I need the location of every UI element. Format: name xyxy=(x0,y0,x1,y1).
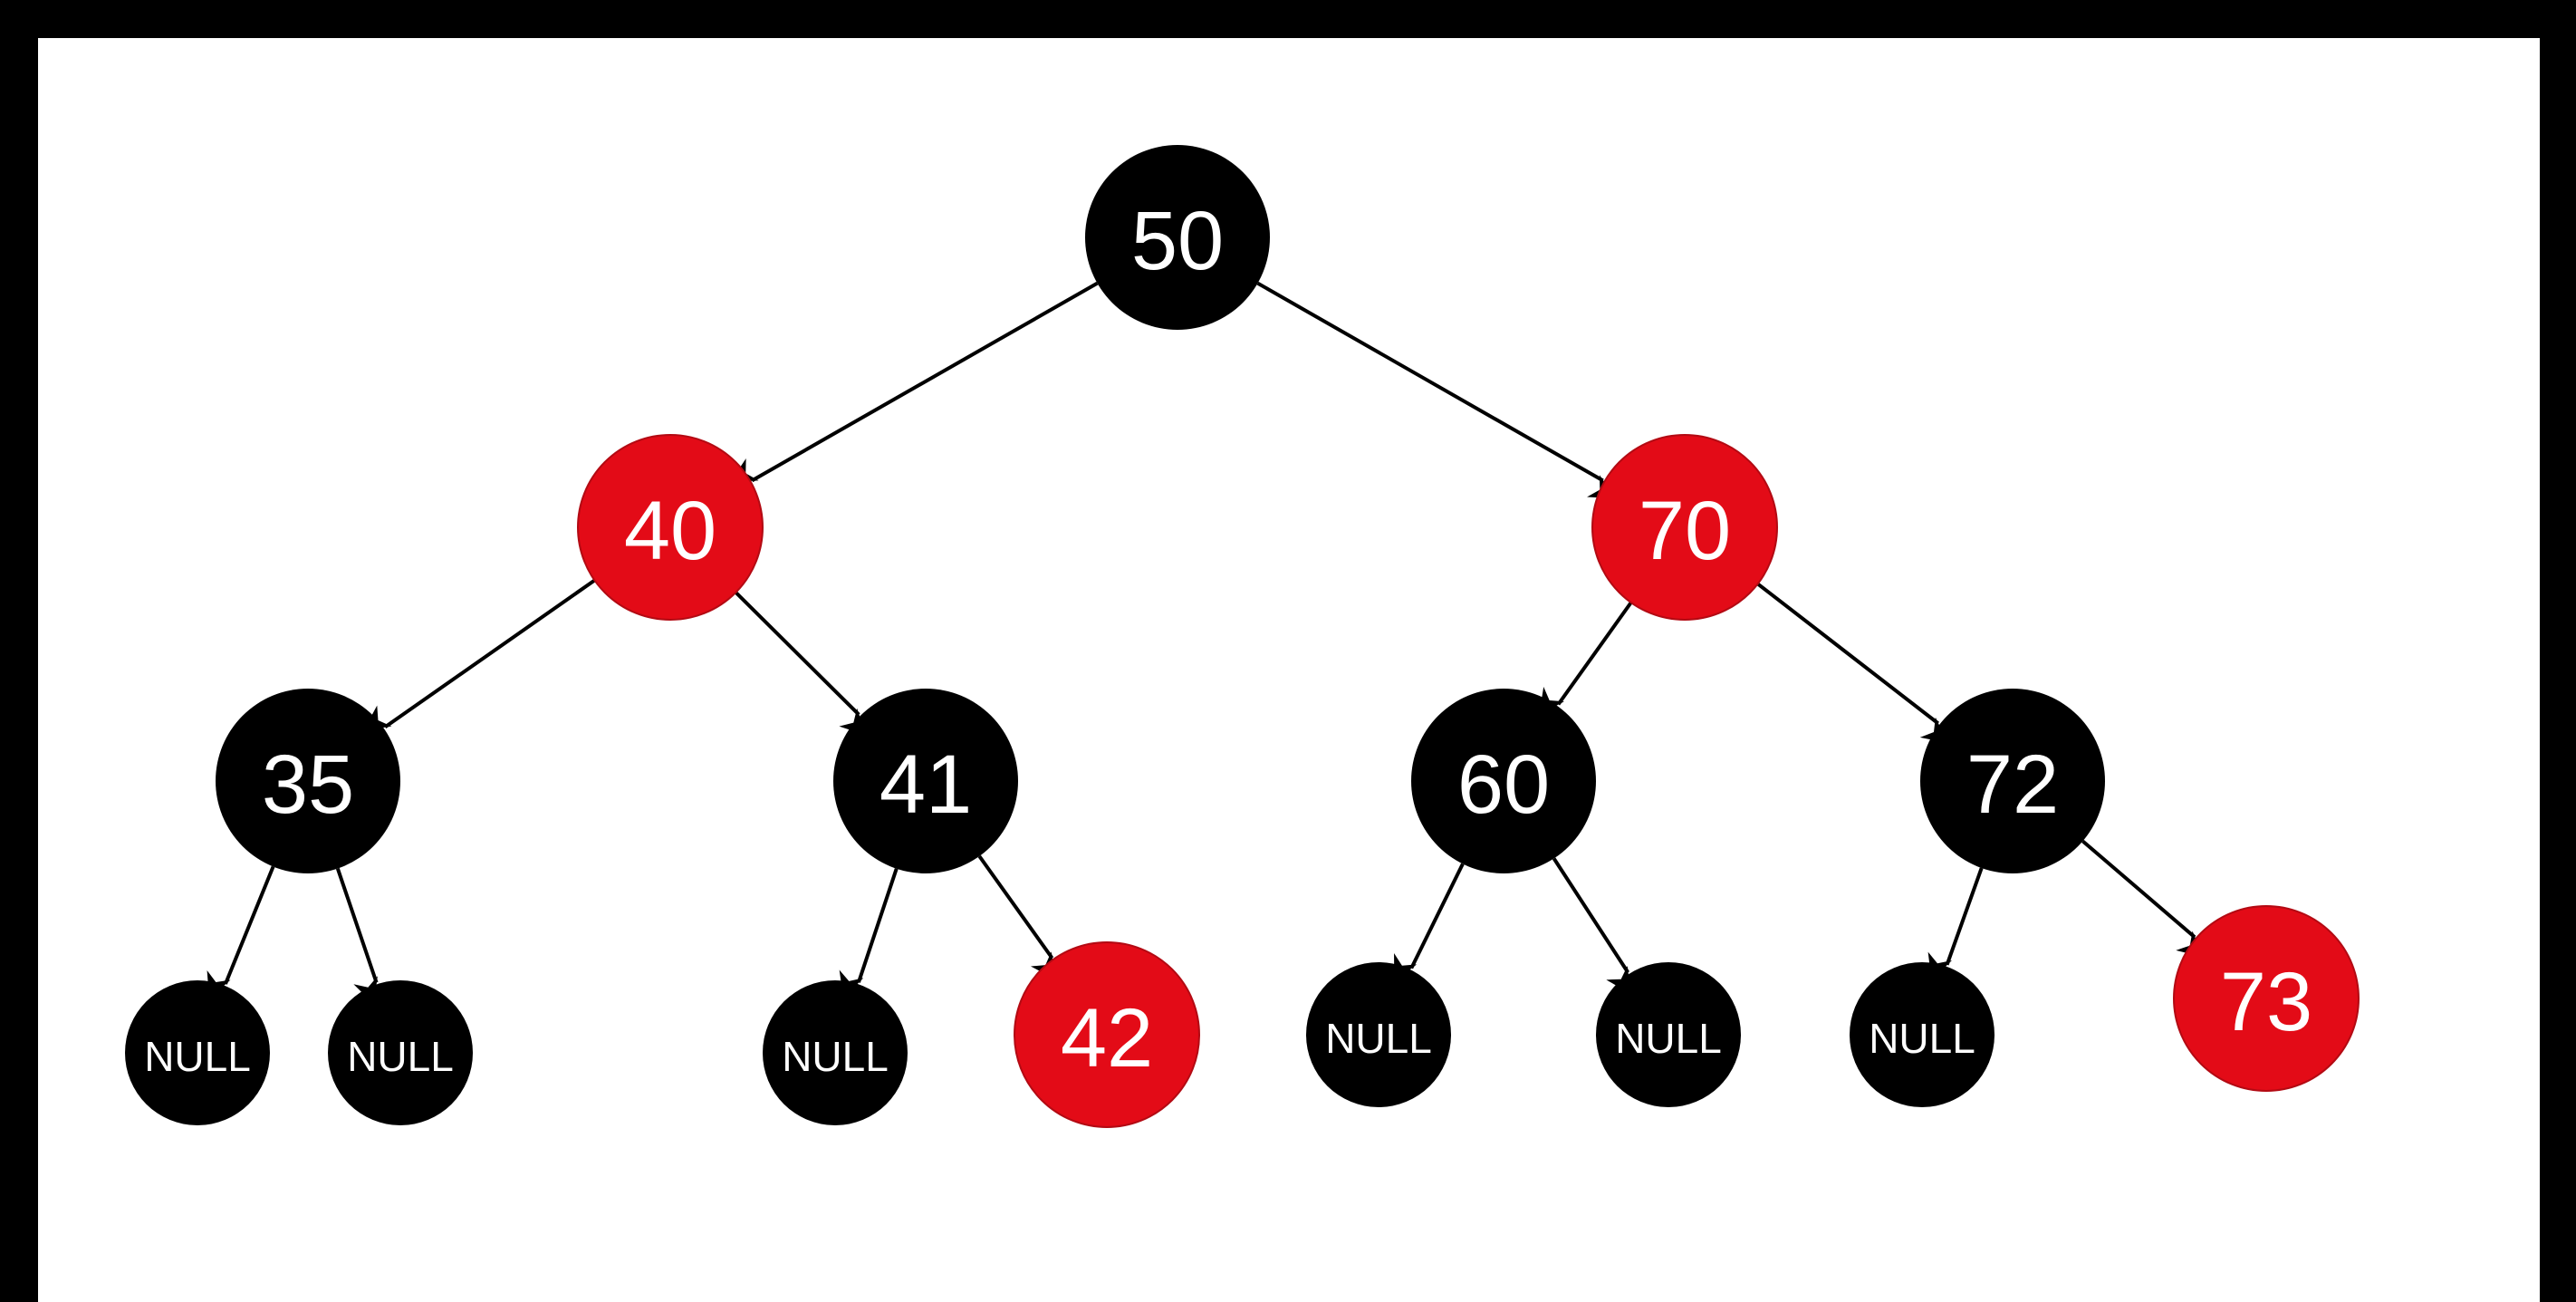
node-circle-black xyxy=(125,980,270,1125)
node-label: 42 xyxy=(1061,992,1153,1085)
node-label: 41 xyxy=(879,738,972,831)
edge-n41-n42 xyxy=(977,854,1056,980)
tree-node-n60l: NULL xyxy=(1306,962,1451,1107)
node-circle-black xyxy=(1596,962,1741,1107)
node-label: 35 xyxy=(262,738,354,831)
edge-n72-n73 xyxy=(2081,839,2204,958)
tree-node-n72: 72 xyxy=(1920,689,2105,873)
node-circle-black xyxy=(1085,145,1270,330)
node-circle-black xyxy=(216,689,400,873)
tree-node-n72l: NULL xyxy=(1850,962,1994,1107)
node-circle-red xyxy=(1591,434,1778,621)
node-label: NULL xyxy=(1869,1015,1975,1062)
edge-n72-n72l xyxy=(1927,867,1984,980)
edge-n50-n40 xyxy=(730,281,1099,483)
node-label: NULL xyxy=(347,1033,454,1080)
edge-n40-n35 xyxy=(363,578,596,731)
tree-node-n42: 42 xyxy=(1014,941,1200,1128)
edge-n50-n70 xyxy=(1256,281,1616,499)
node-circle-black xyxy=(328,980,473,1125)
node-circle-black xyxy=(833,689,1018,873)
node-label: NULL xyxy=(144,1033,251,1080)
node-label: NULL xyxy=(782,1033,889,1080)
edge-n35-n35l xyxy=(207,865,275,999)
tree-node-n50: 50 xyxy=(1085,145,1270,330)
node-label: 50 xyxy=(1131,195,1224,287)
node-circle-red xyxy=(2173,905,2360,1092)
node-circle-black xyxy=(1411,689,1596,873)
node-label: NULL xyxy=(1325,1015,1432,1062)
tree-node-n35: 35 xyxy=(216,689,400,873)
node-circle-red xyxy=(577,434,764,621)
edge-n40-n41 xyxy=(734,591,867,736)
edge-n60-n60r xyxy=(1552,857,1631,995)
node-circle-black xyxy=(1920,689,2105,873)
node-circle-red xyxy=(1014,941,1200,1128)
tree-node-n35r: NULL xyxy=(328,980,473,1125)
node-circle-black xyxy=(1306,962,1451,1107)
node-label: 40 xyxy=(624,485,716,577)
edge-n41-n41l xyxy=(839,868,899,998)
node-circle-black xyxy=(763,980,908,1125)
node-circle-black xyxy=(1850,962,1994,1107)
edges-layer xyxy=(207,281,2204,1005)
tree-node-n41: 41 xyxy=(833,689,1018,873)
tree-node-n60: 60 xyxy=(1411,689,1596,873)
edge-n60-n60l xyxy=(1394,863,1465,982)
node-label: 60 xyxy=(1457,738,1550,831)
node-label: 73 xyxy=(2220,956,2312,1048)
tree-node-n41l: NULL xyxy=(763,980,908,1125)
node-label: 72 xyxy=(1966,738,2059,831)
edge-n70-n72 xyxy=(1756,582,1948,743)
tree-node-n60r: NULL xyxy=(1596,962,1741,1107)
tree-node-n70: 70 xyxy=(1591,434,1778,621)
tree-node-n40: 40 xyxy=(577,434,764,621)
edge-n35-n35r xyxy=(335,867,379,1005)
tree-node-n73: 73 xyxy=(2173,905,2360,1092)
node-label: NULL xyxy=(1615,1015,1722,1062)
tree-node-n35l: NULL xyxy=(125,980,270,1125)
edge-n70-n60 xyxy=(1539,601,1633,715)
node-label: 70 xyxy=(1639,485,1731,577)
